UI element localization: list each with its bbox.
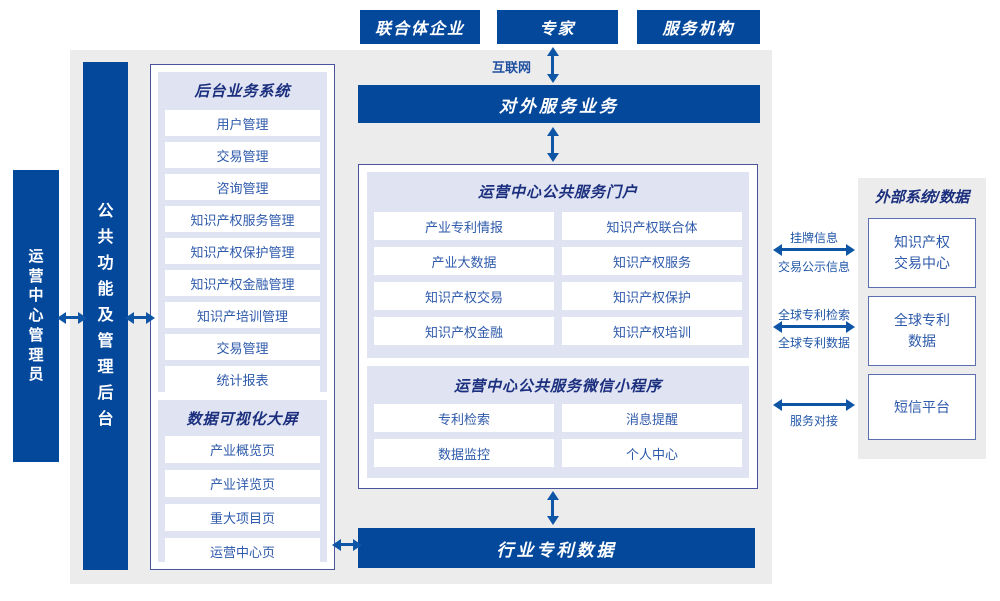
mini-program-item: 个人中心 [562,439,742,467]
backend-functions-bar: 公共功能及管理后台 [83,62,128,570]
external-service-bar-label: 对外服务业务 [499,96,619,116]
backend-functions-bar-label: 公共功能及管理后台 [97,203,114,428]
link-label-trade-publicity: 交易公示信息 [777,260,850,274]
mini-program-items: 专利检索 消息提醒 数据监控 个人中心 [374,404,742,467]
portal-link-arrow [551,136,554,153]
external-service-bar: 对外服务业务 [358,85,760,123]
link-label-global-data: 全球专利数据 [777,336,850,350]
portal-item: 知识产权保护 [562,282,742,310]
internet-label: 互联网 [492,60,532,75]
mini-program-item: 专利检索 [374,404,554,432]
backend-item: 交易管理 [165,142,320,168]
actor-label: 服务机构 [662,21,735,38]
portal-title: 运营中心公共服务门户 [477,184,638,201]
backend-item: 咨询管理 [165,174,320,200]
actor-box-consortium: 联合体企业 [360,10,480,44]
backend-system-panel: 后台业务系统 用户管理 交易管理 咨询管理 知识产权服务管理 知识产权保护管理 … [158,72,327,392]
internet-arrow [551,56,554,74]
visualization-item: 运营中心页 [165,538,320,565]
portal-items: 产业专利情报 知识产权联合体 产业大数据 知识产权服务 知识产权交易 知识产权保… [374,212,742,345]
backend-item: 交易管理 [165,334,320,360]
external-box-label: 短信平台 [894,398,950,415]
sms-link-arrow [782,403,846,406]
visualization-item: 重大项目页 [165,504,320,531]
industry-data-arrow [551,500,554,516]
portal-item: 知识产权联合体 [562,212,742,240]
portal-item: 知识产权交易 [374,282,554,310]
link-label-global-search: 全球专利检索 [777,308,850,322]
external-box-global-patent: 全球专利数据 [868,296,976,366]
visualization-data-arrow [341,543,353,546]
link-label-listing-info: 挂牌信息 [789,231,838,245]
backend-item: 知识产权保护管理 [165,238,320,264]
external-systems-title: 外部系统/数据 [874,189,970,206]
external-box-ip-exchange: 知识产权交易中心 [868,218,976,288]
data-visualization-panel: 数据可视化大屏 产业概览页 产业详览页 重大项目页 运营中心页 [158,400,327,565]
backend-item: 用户管理 [165,110,320,136]
industry-patent-bar-label: 行业专利数据 [496,540,617,560]
portal-item: 知识产权培训 [562,317,742,345]
visualization-item: 产业详览页 [165,470,320,497]
actor-label: 专家 [539,21,576,38]
global-patent-link-arrow [782,325,846,328]
portal-panel: 运营中心公共服务门户 产业专利情报 知识产权联合体 产业大数据 知识产权服务 知… [367,172,749,358]
backend-item: 知识产权金融管理 [165,270,320,296]
operator-admin-label: 运营中心管理员 [28,247,44,384]
external-box-label: 全球专利数据 [894,312,950,349]
exchange-link-arrow [782,248,846,251]
portal-item: 产业大数据 [374,247,554,275]
portal-item: 产业专利情报 [374,212,554,240]
link-label-service-docking: 服务对接 [789,414,838,428]
backend-item: 统计报表 [165,366,320,392]
mini-program-item: 数据监控 [374,439,554,467]
visualization-item: 产业概览页 [165,436,320,463]
backend-item: 知识产权服务管理 [165,206,320,232]
admin-backend-arrow [66,316,78,319]
data-visualization-title: 数据可视化大屏 [186,411,299,428]
actor-label: 联合体企业 [374,21,465,38]
mini-program-item: 消息提醒 [562,404,742,432]
external-box-label: 知识产权交易中心 [894,234,950,271]
portal-item: 知识产权服务 [562,247,742,275]
operator-admin-box: 运营中心管理员 [13,170,59,462]
industry-patent-bar: 行业专利数据 [358,528,755,568]
external-box-sms: 短信平台 [868,374,976,440]
mini-program-panel: 运营中心公共服务微信小程序 专利检索 消息提醒 数据监控 个人中心 [367,366,749,478]
backend-system-title: 后台业务系统 [194,83,291,100]
backend-system-arrow [134,316,146,319]
actor-box-experts: 专家 [497,10,618,44]
backend-system-items: 用户管理 交易管理 咨询管理 知识产权服务管理 知识产权保护管理 知识产权金融管… [165,110,320,392]
actor-box-service-org: 服务机构 [637,10,760,44]
portal-item: 知识产权金融 [374,317,554,345]
backend-item: 知识产培训管理 [165,302,320,328]
mini-program-title: 运营中心公共服务微信小程序 [453,378,662,395]
data-visualization-items: 产业概览页 产业详览页 重大项目页 运营中心页 [165,436,320,565]
